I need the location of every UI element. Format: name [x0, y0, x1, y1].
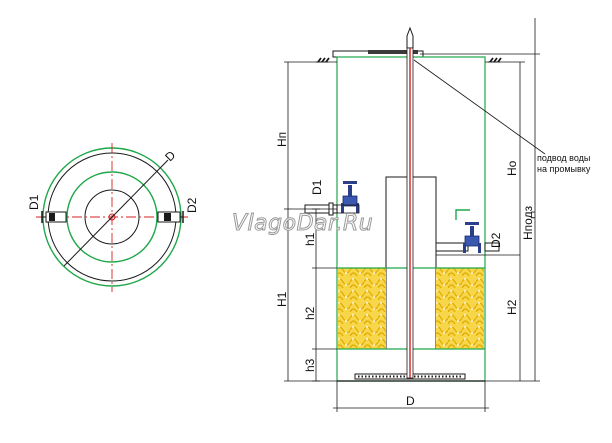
dim-label-D2: D2: [489, 232, 503, 248]
dim-label-Ho: Но: [505, 160, 519, 176]
dimension-right: [420, 18, 540, 382]
dim-label-h1: h1: [303, 232, 317, 246]
callout-leader: [413, 59, 546, 155]
dim-label-Hp: Нп: [275, 132, 289, 147]
dim-label-D1: D1: [310, 179, 324, 195]
dim-label-D: D: [406, 394, 415, 408]
outlet-valve: [463, 222, 481, 253]
plan-center-mark: [108, 213, 116, 221]
outlet-tray: [455, 209, 470, 220]
plan-view: D D1 D2: [27, 143, 199, 292]
dim-label-H1: Н1: [275, 291, 289, 307]
plan-diameter-line: [63, 159, 169, 267]
lid-hatch: [368, 50, 418, 54]
dim-label-Hpodz: Нподз: [521, 205, 535, 240]
dimension-left: [284, 61, 337, 382]
plan-label-diameter: D: [162, 148, 178, 164]
dimension-bottom: [333, 381, 489, 412]
dim-label-h2: h2: [303, 306, 317, 320]
outlet-pipe: [435, 242, 469, 252]
dim-label-h3: h3: [303, 358, 317, 372]
inlet-valve: [341, 181, 359, 213]
dim-label-H2: Н2: [505, 299, 519, 315]
plan-inlet-flange: [49, 213, 55, 221]
gravel-bed-left: [338, 268, 386, 349]
vent-cap: [406, 26, 414, 49]
callout-line-1: подвод воды: [537, 153, 590, 163]
watermark: VlagoDar.Ru: [232, 211, 373, 236]
callout-line-2: на промывку: [537, 164, 591, 174]
plan-outlet-flange: [164, 213, 171, 221]
plan-label-inlet: D1: [27, 194, 41, 210]
section-view: Нп Н1 h1 h2 h3 D1 D2 Но Н2 Нподз D подво…: [275, 18, 591, 412]
plan-label-outlet: D2: [185, 197, 199, 213]
gravel-bed-right: [436, 268, 484, 349]
